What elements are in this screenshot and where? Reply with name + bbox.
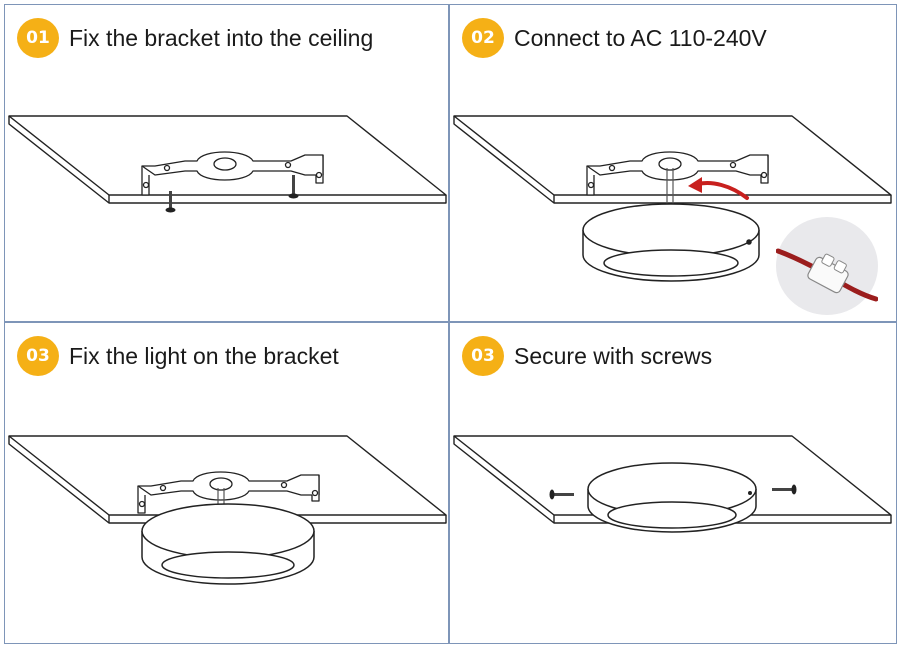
mounting-bracket [137, 471, 320, 514]
screw-icon [772, 484, 797, 495]
round-panel-light [141, 503, 315, 585]
screw-icon [288, 175, 299, 199]
round-panel-light [582, 203, 760, 282]
connector-inset [775, 217, 879, 315]
step-2-illustration [453, 115, 892, 282]
step-3-header: 03 Fix the light on the bracket [17, 336, 339, 376]
step-4-title: Secure with screws [514, 342, 713, 369]
step-4-badge: 03 [462, 336, 504, 376]
step-1-badge: 01 [17, 18, 59, 58]
step-1-title: Fix the bracket into the ceiling [69, 24, 374, 51]
screw-icon [165, 191, 176, 213]
screw-icon [549, 489, 574, 500]
step-2-badge: 02 [462, 18, 504, 58]
mounting-bracket [141, 151, 324, 196]
screw-hole [748, 491, 752, 495]
step-4-header: 03 Secure with screws [462, 336, 712, 376]
step-3-panel: 03 Fix the light on the bracket [4, 322, 449, 644]
wire-connector-icon [775, 248, 879, 302]
step-1-illustration [8, 115, 447, 213]
round-panel-light [587, 462, 757, 533]
step-3-illustration [8, 435, 447, 585]
insertion-arrow-icon [688, 177, 749, 200]
step-1-header: 01 Fix the bracket into the ceiling [17, 18, 373, 58]
step-3-title: Fix the light on the bracket [69, 342, 339, 369]
mounting-bracket [586, 151, 769, 196]
step-3-badge: 03 [17, 336, 59, 376]
step-4-panel: 03 Secure with screws [449, 322, 897, 644]
step-2-title: Connect to AC 110-240V [514, 24, 767, 51]
step-2-header: 02 Connect to AC 110-240V [462, 18, 767, 58]
step-2-panel: 02 Connect to AC 110-240V [449, 4, 897, 322]
step-1-panel: 01 Fix the bracket into the ceiling [4, 4, 449, 322]
step-4-illustration [453, 435, 892, 533]
